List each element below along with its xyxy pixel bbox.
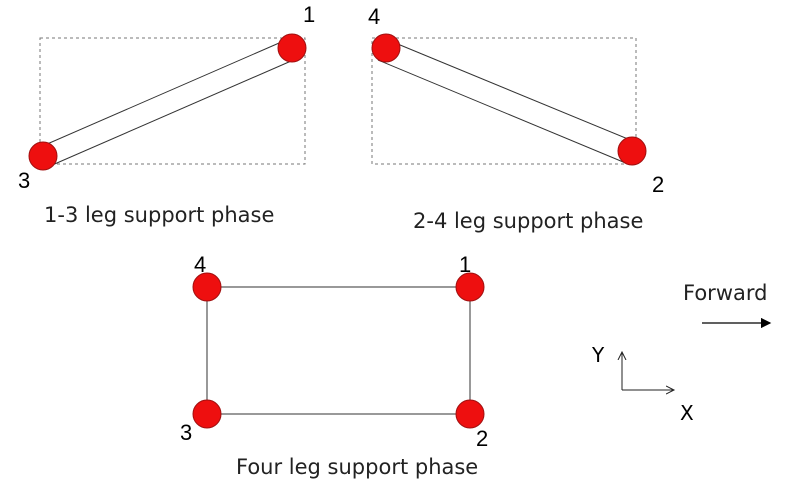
forward-label: Forward [683,281,767,305]
phase-2-4-caption: 2-4 leg support phase [413,209,643,233]
foot-4-marker [371,33,401,63]
phase-1-3-caption: 1-3 leg support phase [44,203,274,227]
leg-4-four-phase-label: 4 [194,252,206,277]
foot-1-four-phase-marker [455,272,485,302]
leg-4-label: 4 [368,4,380,29]
foot-4-four-phase-marker [192,272,222,302]
phase-2-4-group: 4 2 2-4 leg support phase [368,4,664,233]
y-axis-label: Y [591,343,605,367]
x-axis-label: X [680,401,694,425]
leg-2-four-phase-label: 2 [476,426,488,451]
phase-four-caption: Four leg support phase [236,455,478,479]
leg-3-label: 3 [18,168,30,193]
phase-1-3-bar-edge-bottom [49,57,299,167]
foot-2-four-phase-marker [455,399,485,429]
phase-1-3-body-outline [39,37,306,165]
foot-1-marker [277,33,307,63]
phase-2-4-bar-edge-bottom [377,59,629,165]
phase-2-4-bar-edge-top [387,39,641,145]
foot-3-four-phase-marker [192,399,222,429]
leg-3-four-phase-label: 3 [180,420,192,445]
phase-1-3-group: 1 3 1-3 leg support phase [18,2,315,227]
phase-four-body-frame [206,286,471,415]
phase-four-group: 4 1 3 2 Four leg support phase [180,252,488,479]
xy-axes-icon: Y X [591,343,694,425]
phase-2-4-body-outline [371,37,637,165]
foot-3-marker [28,141,58,171]
leg-1-four-phase-label: 1 [459,252,471,277]
leg-2-label: 2 [652,172,664,197]
foot-2-marker [617,136,647,166]
leg-1-label: 1 [303,2,315,27]
phase-1-3-bar-edge-top [37,39,287,149]
forward-direction-group: Forward [683,281,772,329]
